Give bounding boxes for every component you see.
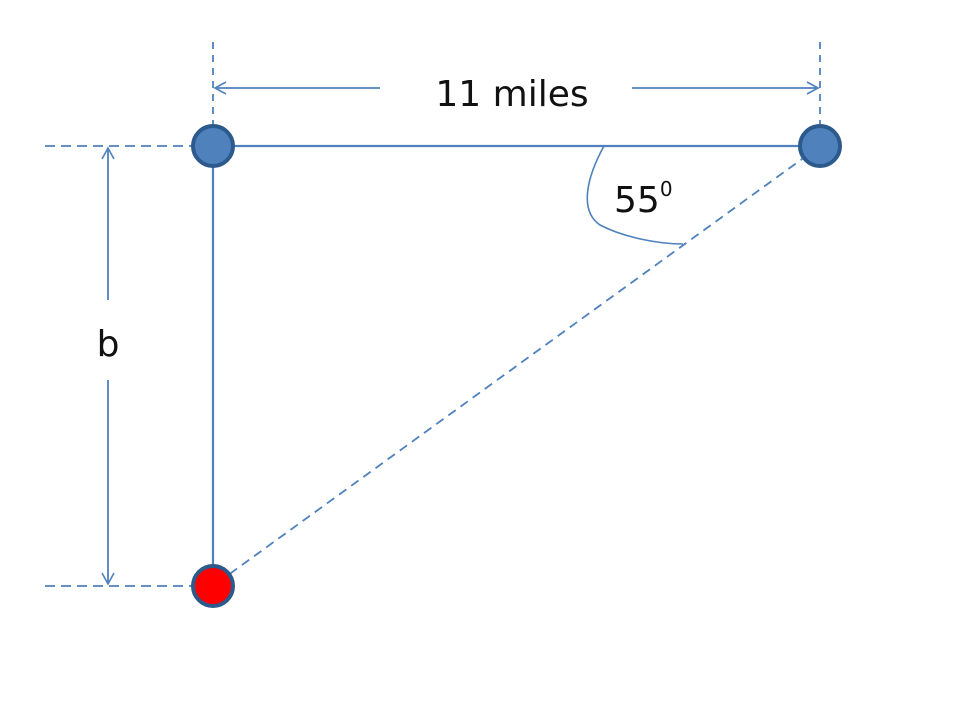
point-bottom-left <box>191 564 235 608</box>
label-angle: 550 <box>614 177 673 221</box>
label-angle-value: 55 <box>614 180 660 221</box>
side-hypotenuse <box>212 145 821 587</box>
label-angle-degree: 0 <box>660 177 673 201</box>
point-top-left <box>191 124 235 168</box>
label-vertical-side: b <box>97 324 120 365</box>
angle-arc <box>586 145 684 245</box>
point-top-right <box>798 124 842 168</box>
label-top-distance: 11 miles <box>435 74 588 115</box>
